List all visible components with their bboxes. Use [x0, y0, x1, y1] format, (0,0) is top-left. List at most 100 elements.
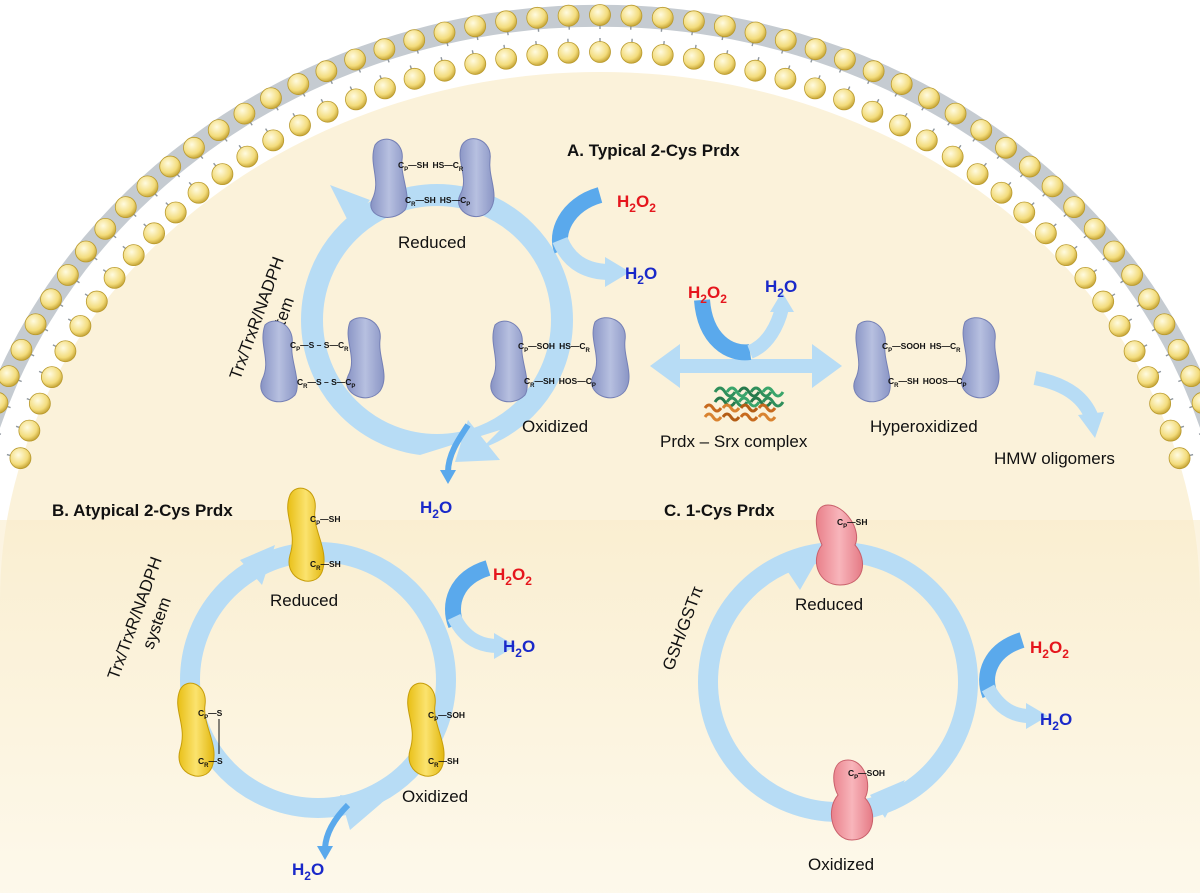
lipid-head	[651, 44, 674, 66]
lipid-head	[1074, 266, 1097, 289]
lipid-head	[1123, 340, 1146, 363]
lipid-head	[713, 53, 736, 75]
lipid-head	[233, 102, 256, 125]
lipid-head	[143, 222, 166, 245]
panel-b-reduced-label: Reduced	[270, 591, 338, 610]
panel-b-title: B. Atypical 2-Cys Prdx	[52, 501, 233, 520]
lipid-head	[1159, 419, 1182, 442]
panel-b-disulfide-bottom-group: CR—S	[198, 756, 223, 769]
lipid-head	[1121, 264, 1144, 286]
lipid-head	[262, 129, 285, 152]
panel-b-h2o2-label: H2O2	[493, 565, 532, 588]
srx-ribbon-orange	[739, 412, 759, 422]
lipid-head	[620, 41, 643, 64]
lipid-head	[236, 145, 259, 168]
lipid-head	[495, 47, 518, 70]
srx-ribbon-orange	[721, 403, 741, 413]
panel-a-title: A. Typical 2-Cys Prdx	[567, 141, 740, 160]
lipid-head	[316, 100, 339, 123]
lipid-head	[1149, 392, 1172, 415]
panel-a-hyperoxidized-label: Hyperoxidized	[870, 417, 978, 436]
lipid-head	[589, 4, 611, 26]
lipid-head	[464, 15, 487, 38]
lipid-head	[464, 53, 487, 75]
srx-ribbon-orange	[721, 412, 741, 422]
srx-ribbon-orange	[739, 403, 759, 413]
lipid-head	[526, 6, 549, 29]
lipid-head	[589, 41, 611, 63]
panel-b-h2o-out-label: H2O	[292, 860, 324, 883]
lipid-head	[0, 392, 9, 414]
lipid-head	[344, 48, 366, 71]
lipid-head	[890, 73, 913, 95]
lipid-head	[28, 392, 51, 415]
lipid-head	[804, 38, 827, 61]
lipid-bilayer-membrane	[0, 4, 1200, 470]
lipid-head	[373, 38, 396, 61]
lipid-head	[970, 119, 993, 142]
panel-b-h2o-label: H2O	[503, 637, 535, 660]
lipid-head	[713, 15, 736, 38]
lipid-head	[1018, 155, 1041, 178]
lipid-head	[433, 59, 456, 82]
lipid-head	[289, 114, 311, 137]
hmw-oligomer-arrow: HMW oligomers	[994, 371, 1115, 468]
panel-b-h2o2-arrow: H2O2 H2O	[445, 560, 535, 660]
lipid-head	[744, 21, 767, 44]
lipid-head	[526, 44, 549, 66]
lipid-head	[557, 41, 580, 64]
panel-c-h2o2-arrow: H2O2 H2O	[979, 632, 1072, 733]
panel-a-oxidized-label: Oxidized	[522, 417, 588, 436]
lipid-head	[915, 129, 938, 152]
lipid-head	[54, 340, 77, 363]
lipid-head	[10, 338, 33, 361]
srx-ribbon-green	[749, 386, 773, 398]
panel-a-h2o2-arrow: H2O2 H2O	[551, 187, 657, 287]
srx-ribbon-orange	[757, 403, 777, 413]
lipid-head	[683, 10, 705, 33]
lipid-head	[620, 4, 643, 27]
lipid-head	[164, 201, 187, 224]
lipid-head	[1153, 313, 1176, 336]
srx-complex-structure	[703, 386, 785, 422]
lipid-head	[834, 48, 856, 71]
lipid-tail	[0, 433, 2, 435]
lipid-head	[9, 447, 32, 470]
lipid-head	[1041, 175, 1064, 198]
lipid-head	[833, 88, 855, 111]
panel-c-oxidized-label: Oxidized	[808, 855, 874, 874]
lipid-head	[0, 365, 20, 388]
lipid-head	[1013, 201, 1036, 224]
lipid-head	[744, 59, 767, 82]
lipid-head	[315, 60, 338, 83]
panel-a-disulfide-bottom-group: CR—S – S—CP	[297, 377, 355, 390]
panel-c-reduced-monomer: CP—SH Reduced	[795, 504, 867, 614]
lipid-head	[18, 419, 41, 442]
lipid-head	[207, 119, 230, 142]
panel-b-oxidized-top-group: CP—SOH	[428, 710, 465, 723]
srx-ribbon-orange	[703, 403, 723, 413]
lipid-head	[774, 67, 797, 90]
panel-a-h2o-out-arrow: H2O	[420, 423, 471, 521]
lipid-head	[345, 88, 367, 111]
srx-ribbon-orange	[757, 412, 777, 422]
panel-b-disulfide-top-group: CP—S	[198, 708, 223, 721]
lipid-head	[75, 240, 97, 263]
lipid-head	[990, 181, 1013, 204]
lipid-head	[1083, 217, 1106, 240]
panel-a-disulfide-dimer: CP—S – S—CR CR—S – S—CP	[260, 317, 385, 403]
lipid-head	[69, 315, 92, 337]
lipid-head	[1180, 365, 1200, 388]
panel-c-reduced-group: CP—SH	[837, 517, 867, 530]
lipid-head	[1092, 290, 1115, 313]
lipid-head	[403, 67, 426, 90]
lipid-head	[966, 163, 989, 186]
srx-ribbon-green	[725, 386, 749, 398]
lipid-head	[159, 155, 182, 178]
